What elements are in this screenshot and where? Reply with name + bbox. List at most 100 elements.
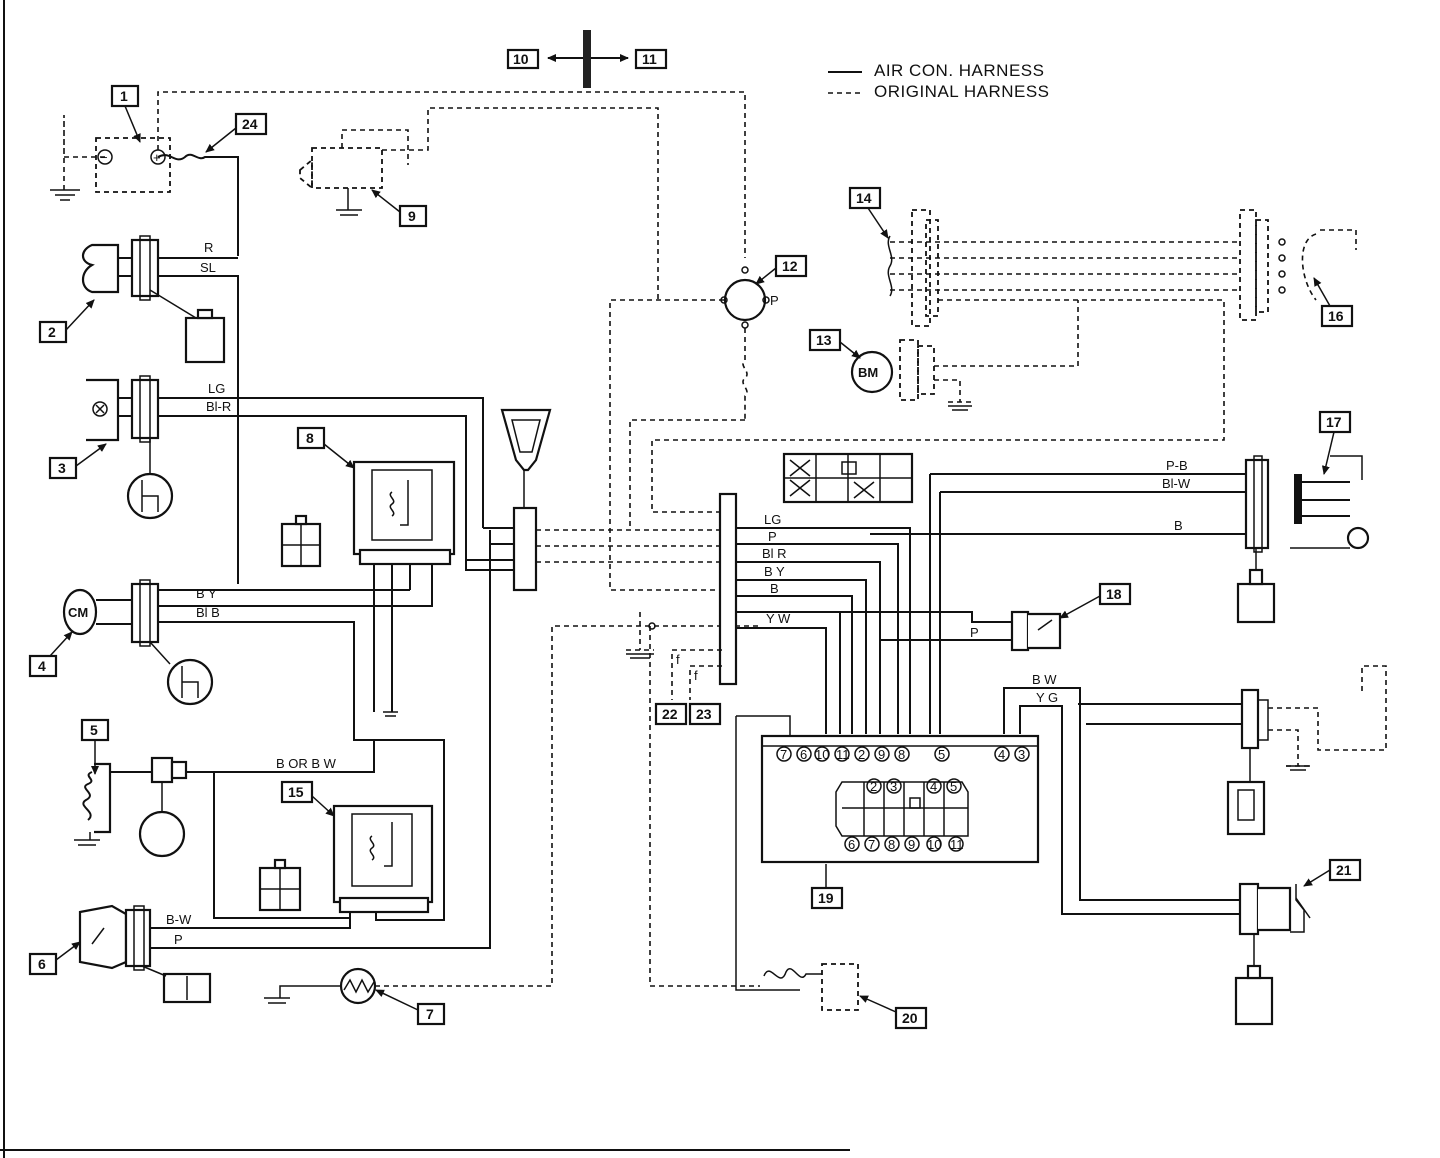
svg-text:11: 11 — [836, 747, 850, 762]
svg-text:4: 4 — [38, 658, 46, 674]
svg-text:18: 18 — [1106, 586, 1122, 602]
callouts: 1 2 3 4 5 6 7 8 9 10 11 12 13 14 15 16 1… — [28, 48, 1362, 1030]
wire-label-lg-left: LG — [208, 381, 225, 396]
switch-21 — [1234, 882, 1311, 1026]
callout-1: 1 — [110, 84, 141, 143]
pin-top-3: 3 — [1014, 746, 1030, 762]
svg-text:2: 2 — [858, 747, 865, 762]
coil-5 — [74, 740, 375, 919]
cm-label: CM — [68, 605, 88, 620]
pin-bottom-9: 9 — [904, 836, 920, 852]
callout-22: 22 — [654, 702, 688, 726]
wire-label-p-left: P — [174, 932, 183, 947]
svg-text:4: 4 — [930, 779, 937, 794]
switch-6 — [78, 530, 491, 1004]
svg-text:23: 23 — [696, 706, 712, 722]
pin-bottom-7: 7 — [864, 836, 880, 852]
pin-inner-4: 4 — [926, 778, 942, 794]
svg-text:2: 2 — [48, 324, 56, 340]
wire-label-p-mid: P — [768, 529, 777, 544]
svg-text:22: 22 — [662, 706, 678, 722]
callout-4: 4 — [28, 631, 73, 678]
wire-label-by-left: B Y — [196, 586, 217, 601]
wire-labels: R SL LG Bl-R B Y Bl B B OR B W B-W P LG … — [166, 240, 1191, 947]
sensor-right — [1226, 665, 1387, 836]
svg-text:3: 3 — [58, 460, 66, 476]
wire-label-blw: Bl-W — [1162, 476, 1191, 491]
legend-air-con-harness: AIR CON. HARNESS — [874, 61, 1044, 80]
center-connector — [466, 408, 720, 592]
svg-text:12: 12 — [782, 258, 798, 274]
svg-text:24: 24 — [242, 116, 258, 132]
callout-17: 17 — [1318, 410, 1352, 475]
callout-19: 19 — [810, 864, 844, 910]
legend: AIR CON. HARNESS ORIGINAL HARNESS — [828, 61, 1050, 101]
svg-text:6: 6 — [800, 747, 807, 762]
pin-top-10: 10 — [814, 746, 830, 762]
svg-text:5: 5 — [90, 722, 98, 738]
unit-20 — [763, 963, 859, 1011]
thermistor-7 — [264, 625, 760, 1005]
pin-top-8: 8 — [894, 746, 910, 762]
svg-text:7: 7 — [426, 1006, 434, 1022]
svg-text:14: 14 — [856, 190, 872, 206]
svg-text:7: 7 — [780, 747, 787, 762]
svg-text:5: 5 — [938, 747, 945, 762]
wire-label-bw-left: B-W — [166, 912, 192, 927]
pin-top-9: 9 — [874, 746, 890, 762]
callout-14: 14 — [848, 186, 889, 239]
control-unit-19 — [649, 626, 1242, 991]
pin-top-11: 11 — [834, 746, 850, 762]
svg-text:8: 8 — [898, 747, 905, 762]
svg-text:5: 5 — [950, 779, 957, 794]
svg-text:9: 9 — [908, 837, 915, 852]
wire-label-blr-mid: Bl R — [762, 546, 787, 561]
svg-text:3: 3 — [890, 779, 897, 794]
callout-6: 6 — [28, 941, 81, 976]
wire-label-yw: Y W — [766, 611, 791, 626]
pin-top-4: 4 — [994, 746, 1010, 762]
svg-text:20: 20 — [902, 1010, 918, 1026]
horn — [299, 107, 659, 300]
control-unit-pins: 7 6 10 11 2 9 8 5 4 3 2 3 4 5 6 7 8 9 10… — [776, 746, 1030, 852]
pin-bottom-10: 10 — [926, 836, 942, 852]
callout-2: 2 — [38, 299, 95, 344]
pressure-switch-12: P — [609, 266, 779, 591]
pin-top-6: 6 — [796, 746, 812, 762]
svg-text:15: 15 — [288, 784, 304, 800]
pin-bottom-8: 8 — [884, 836, 900, 852]
pin-top-5: 5 — [934, 746, 950, 762]
legend-original-harness: ORIGINAL HARNESS — [874, 82, 1050, 101]
svg-text:10: 10 — [815, 747, 829, 762]
pressure-p-label: P — [770, 293, 779, 308]
callout-18: 18 — [1059, 582, 1132, 619]
wire-label-by-mid: B Y — [764, 564, 785, 579]
direction-indicator — [547, 30, 629, 88]
callout-21: 21 — [1303, 858, 1362, 887]
callout-11: 11 — [634, 48, 668, 70]
svg-text:7: 7 — [868, 837, 875, 852]
callout-23: 23 — [688, 702, 722, 726]
wire-label-blb: Bl B — [196, 605, 220, 620]
svg-text:6: 6 — [848, 837, 855, 852]
svg-text:6: 6 — [38, 956, 46, 972]
sensor-2 — [81, 235, 239, 584]
callout-16: 16 — [1313, 277, 1354, 328]
switch-18 — [736, 610, 1062, 652]
pin-inner-5: 5 — [946, 778, 962, 794]
blower-motor-13: BM — [850, 300, 1079, 403]
wire-tag-23: f — [694, 668, 698, 683]
callout-10: 10 — [506, 48, 540, 70]
callout-8: 8 — [296, 426, 355, 469]
wire-label-pb: P-B — [1166, 458, 1188, 473]
svg-text:11: 11 — [950, 837, 964, 852]
lamp-switch — [86, 375, 520, 571]
callout-20: 20 — [859, 995, 928, 1030]
callout-5: 5 — [80, 718, 110, 775]
battery-positive: + — [153, 150, 161, 165]
svg-text:10: 10 — [513, 51, 529, 67]
wire-label-b-right: B — [1174, 518, 1183, 533]
wire-label-b-or-bw: B OR B W — [276, 756, 337, 771]
callout-15: 15 — [280, 780, 335, 817]
